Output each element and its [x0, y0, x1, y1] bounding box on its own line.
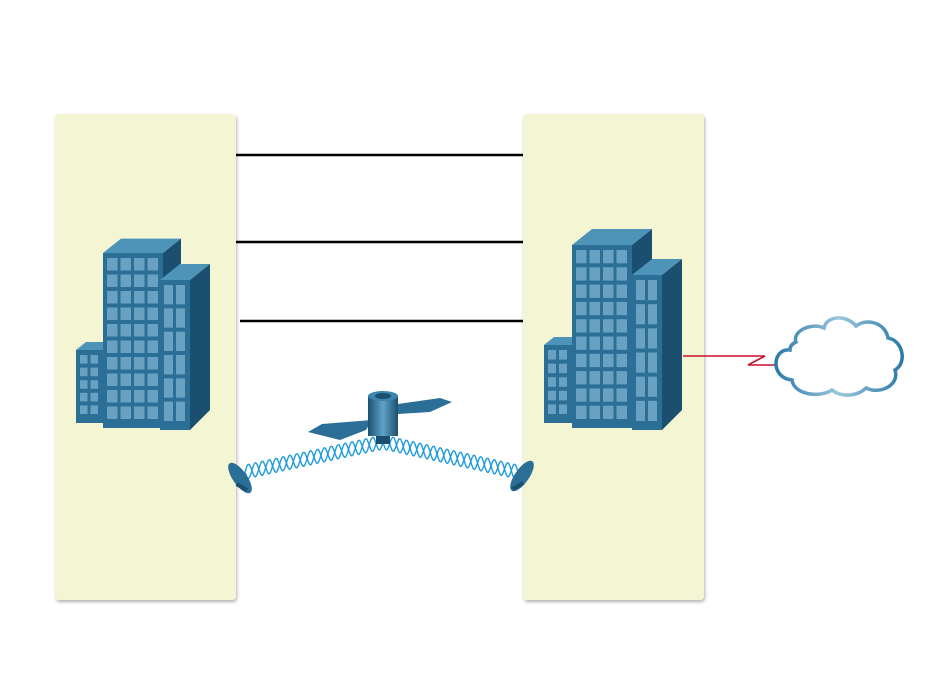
- satellite-dish-left-icon: [228, 462, 252, 494]
- cloud-icon: [774, 316, 904, 397]
- wave-strand: [382, 435, 519, 480]
- side-tower: [160, 264, 210, 430]
- satellite-dish-right-icon: [510, 460, 534, 492]
- wireless-signal-waves: [244, 435, 519, 480]
- building-site-a-icon: [76, 238, 210, 430]
- building-site-b-icon: [544, 229, 682, 430]
- serial-link-icon: [683, 355, 775, 366]
- satellite-icon: [308, 391, 452, 444]
- wave-strand: [244, 436, 384, 478]
- side-tower: [632, 259, 682, 430]
